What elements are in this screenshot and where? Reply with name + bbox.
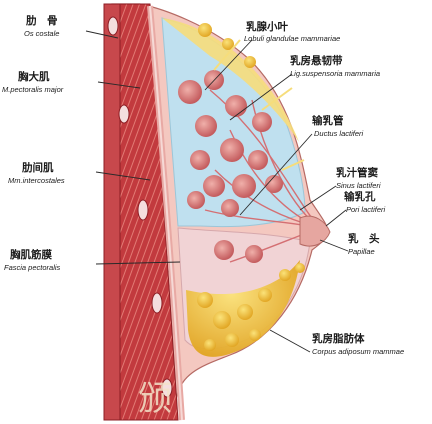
watermark: 颁 [138,379,172,419]
svg-text:Lig.suspensoria mammaria: Lig.suspensoria mammaria [290,69,380,78]
label-sinus: 乳汁管窦 Sinus lactiferi [336,166,381,190]
label-ligaments: 乳房悬韧带 Lig.suspensoria mammaria [290,54,380,78]
label-lobules: 乳腺小叶 Lobuli glandulae mammariae [244,20,340,43]
svg-text:Sinus lactiferi: Sinus lactiferi [336,181,381,190]
svg-text:Pori lactiferi: Pori lactiferi [346,205,386,214]
svg-text:胸大肌: 胸大肌 [18,70,50,83]
adipose-tissue [186,23,305,357]
svg-text:乳房悬韧带: 乳房悬韧带 [290,54,343,67]
ribs [103,3,173,421]
svg-text:乳腺小叶: 乳腺小叶 [246,20,288,33]
svg-text:Ductus lactiferi: Ductus lactiferi [314,129,364,138]
svg-text:Papillae: Papillae [348,247,375,256]
svg-text:乳房脂肪体: 乳房脂肪体 [312,332,365,345]
breast-lobules [178,70,283,263]
svg-text:肋间肌: 肋间肌 [22,161,54,174]
label-pectoralis-major: 胸大肌 M.pectoralis major [2,70,64,94]
svg-text:肋 骨: 肋 骨 [26,14,58,27]
suspensory-ligaments [213,39,305,171]
svg-text:M.pectoralis major: M.pectoralis major [2,85,64,94]
label-nipple: 乳 头 Papillae [348,232,380,256]
fascia-layer [147,5,185,421]
label-ducts: 输乳管 Ductus lactiferi [312,114,364,138]
svg-text:胸肌筋膜: 胸肌筋膜 [10,248,52,261]
svg-text:乳 头: 乳 头 [348,232,380,245]
label-fascia: 胸肌筋膜 Fascia pectoralis [4,248,61,272]
svg-text:Mm.intercostales: Mm.intercostales [8,176,65,185]
label-intercostal: 肋间肌 Mm.intercostales [8,161,65,185]
leader-lines [85,30,349,353]
svg-text:Fascia pectoralis: Fascia pectoralis [4,263,61,272]
svg-text:乳汁管窦: 乳汁管窦 [336,166,378,179]
svg-text:Corpus adiposum mammae: Corpus adiposum mammae [312,347,404,356]
svg-text:Os costale: Os costale [24,29,59,38]
nipple [299,215,331,247]
svg-text:输乳孔: 输乳孔 [344,190,376,203]
label-rib: 肋 骨 Os costale [24,14,59,38]
svg-text:输乳管: 输乳管 [312,114,344,127]
label-adipose: 乳房脂肪体 Corpus adiposum mammae [312,332,404,356]
label-pores: 输乳孔 Pori lactiferi [344,190,386,214]
svg-text:Lobuli glandulae mammariae: Lobuli glandulae mammariae [244,34,340,43]
